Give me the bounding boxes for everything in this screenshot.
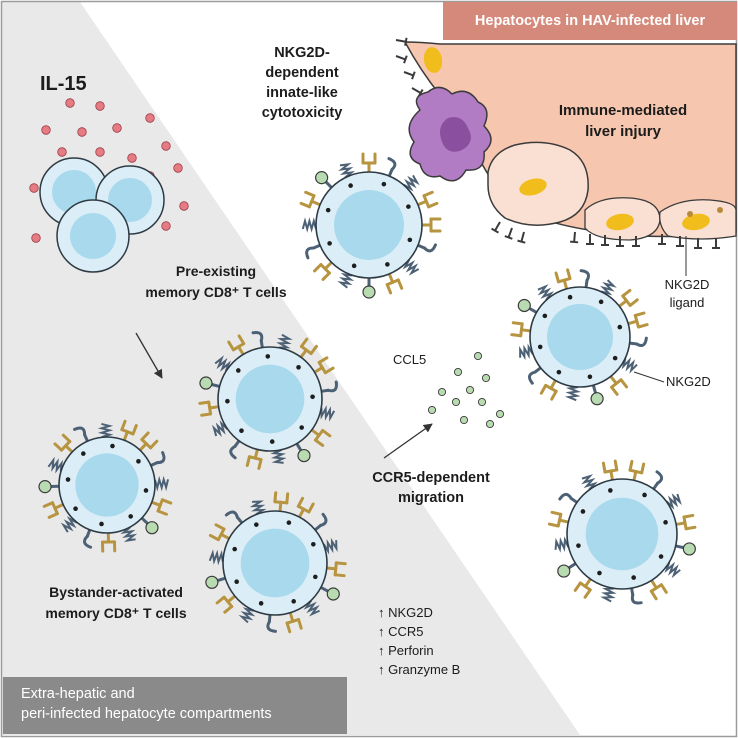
il15-dot [65,98,75,108]
nkg2d-ligands [395,37,720,249]
ligand [395,55,408,64]
ligand [676,236,684,247]
il15-dot [179,201,189,211]
ccl5-dot [437,387,447,397]
dying-cell-nucleus [519,178,547,196]
compartments-banner: Extra-hepatic and peri-infected hepatocy… [3,677,347,734]
ccl5-dot [465,385,475,395]
nkg2d-cytotoxicity-label: NKG2D- dependent innate-like cytotoxicit… [261,45,343,121]
ligand [403,71,416,80]
ligand [517,231,526,244]
nkg2d-ligand-label: NKG2D ligand [664,277,710,310]
il15-label: IL-15 [40,73,87,95]
immune-injury-label: Immune-mediated liver injury [558,102,688,140]
ccl5-dot [453,367,463,377]
ligand [491,221,501,234]
pre-existing-memory-cells [39,157,165,273]
il15-dot [173,163,183,173]
il15-dot [161,221,171,231]
ligand [586,234,594,245]
ligand [601,235,609,246]
bystander-label: Bystander-activated memory CD8⁺ T cells [45,584,187,621]
ccl5-chemokines [427,351,505,429]
ccl5-dot [427,405,437,415]
activated-t-cell [547,459,697,605]
il15-dot [127,153,137,163]
activation-arrow [135,332,163,379]
ligand [632,236,640,247]
activated-t-cell [205,491,347,634]
il15-dot [29,183,39,193]
ccr5-migration-label: CCR5-dependent migration [372,470,490,506]
ccl5-dot [473,351,483,361]
liver-tissue [395,37,737,249]
upregulated-item: ↑ Perforin [378,643,434,658]
il15-dot [77,127,87,137]
ccl5-label: CCL5 [393,352,427,367]
upregulated-list: ↑ NKG2D ↑ CCR5 ↑ Perforin ↑ Granzyme B [378,603,460,679]
upregulated-item: ↑ NKG2D [378,605,433,620]
il15-dot [95,101,105,111]
nkg2d-label: NKG2D [666,374,711,389]
activated-t-cell [510,268,649,406]
ccl5-dot [451,397,461,407]
il15-dot [112,123,122,133]
il15-dot [161,141,171,151]
upregulated-item: ↑ CCR5 [378,624,424,639]
t-cells [38,152,697,634]
ccl5-dot [477,397,487,407]
ccl5-dot [481,373,491,383]
ccl5-dot [459,415,469,425]
ligand [658,234,666,245]
ccl5-dot [485,419,495,429]
nkg2d-pointer [633,371,665,383]
ligand [570,231,579,244]
hepatocytes-banner: Hepatocytes in HAV-infected liver [443,2,737,40]
ligand [504,227,513,240]
il15-dot [145,113,155,123]
il15-dot [41,125,51,135]
il15-dot [95,147,105,157]
ligand [395,37,408,46]
activated-t-cell [299,152,442,299]
ligand [694,238,702,249]
activated-t-cell [198,331,338,470]
activated-t-cell [38,419,173,553]
migration-arrow [383,423,433,459]
pre-existing-label: Pre-existing memory CD8⁺ T cells [145,263,287,300]
ligand [712,238,720,249]
il15-dot [57,147,67,157]
il15-dot [31,233,41,243]
ccl5-dot [495,409,505,419]
upregulated-item: ↑ Granzyme B [378,662,461,677]
ligand [616,236,624,247]
hepatocyte-nucleus [423,47,443,73]
